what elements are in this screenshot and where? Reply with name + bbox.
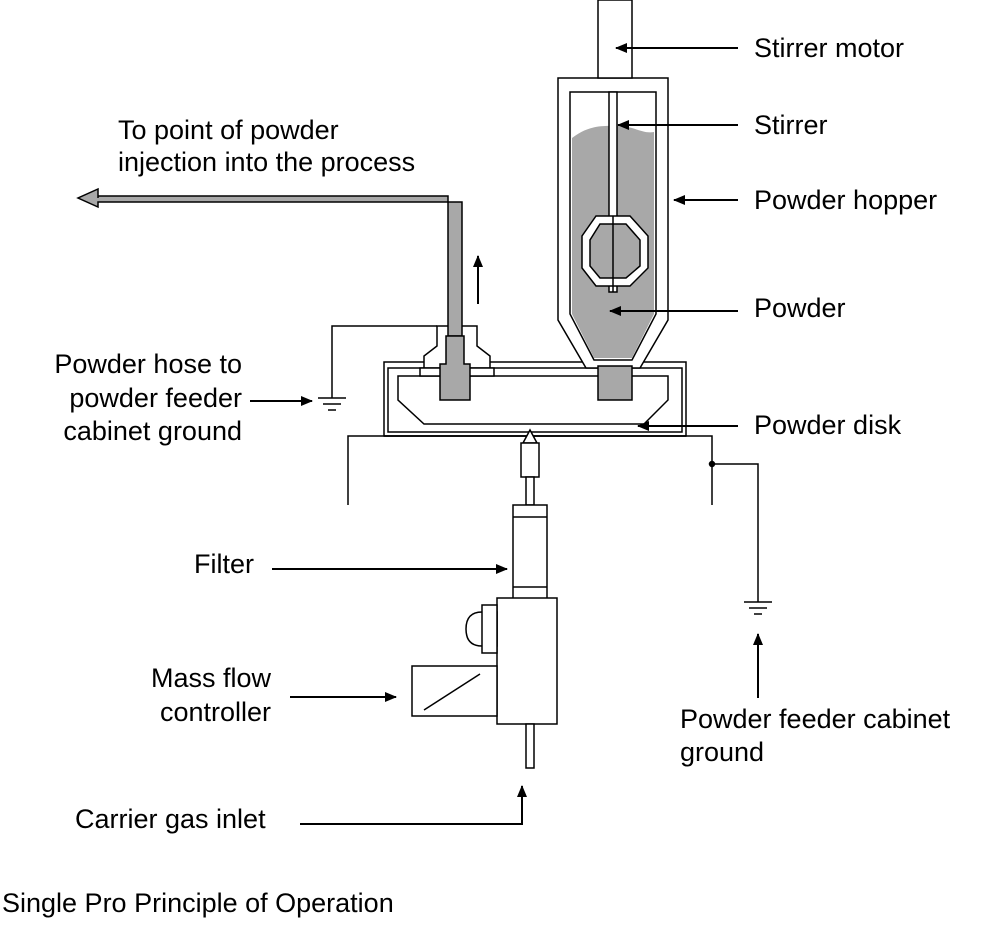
label-stirrer-motor: Stirrer motor xyxy=(754,33,905,63)
label-mass-flow-line2: controller xyxy=(159,697,271,727)
label-hose-ground-line2: powder feeder xyxy=(69,383,242,413)
label-powder-hopper: Powder hopper xyxy=(754,185,938,215)
leader-arrows xyxy=(250,43,763,825)
diagram-caption: Single Pro Principle of Operation xyxy=(2,888,394,918)
label-injection-line2: injection into the process xyxy=(118,147,416,177)
arrow-carrier-gas xyxy=(300,785,527,825)
label-cabinet-ground-line2: ground xyxy=(680,737,765,767)
hose-ground xyxy=(318,325,437,411)
label-carrier-gas-inlet: Carrier gas inlet xyxy=(75,804,266,834)
label-filter: Filter xyxy=(194,549,254,579)
hopper-outlet xyxy=(597,365,633,401)
label-hose-ground-line3: cabinet ground xyxy=(63,416,242,446)
filter xyxy=(512,504,548,600)
label-stirrer: Stirrer xyxy=(754,110,828,140)
disk-housing xyxy=(383,361,687,437)
cabinet-ground xyxy=(708,460,772,615)
label-powder-disk: Powder disk xyxy=(754,410,902,440)
powder-hose xyxy=(76,187,471,401)
label-hose-ground-line1: Powder hose to xyxy=(54,349,242,379)
mass-flow-controller xyxy=(411,597,558,769)
label-mass-flow-line1: Mass flow xyxy=(150,663,271,693)
label-injection-line1: To point of powder xyxy=(118,115,339,145)
label-cabinet-ground-line1: Powder feeder cabinet xyxy=(680,704,951,734)
stirrer-motor xyxy=(597,0,633,79)
label-powder: Powder xyxy=(754,293,846,323)
nozzle xyxy=(520,428,540,506)
stirrer xyxy=(581,91,649,293)
